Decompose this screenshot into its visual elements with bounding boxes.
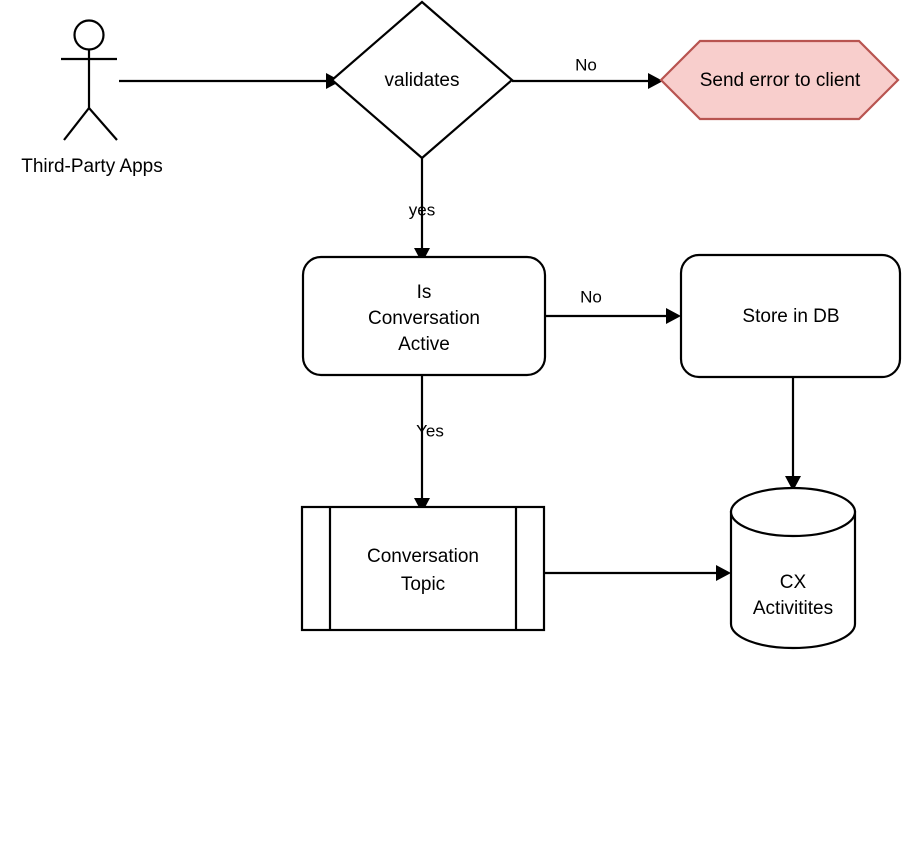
edge-validates-to-is-active[interactable]: yes — [409, 158, 435, 263]
arrowhead-icon — [414, 248, 430, 263]
edge-actor-to-validates[interactable] — [119, 73, 341, 89]
node-is-conversation-active[interactable]: Is Conversation Active — [301, 255, 547, 377]
arrowhead-icon — [414, 498, 430, 513]
node-actor-third-party-apps[interactable]: Third-Party Apps — [21, 19, 163, 178]
cx-activitites-cylinder-body — [729, 510, 857, 650]
edge-validates-to-send-error[interactable]: No — [512, 55, 663, 89]
arrowhead-icon — [785, 476, 801, 491]
cx-activitites-label-line2: Activitites — [753, 598, 833, 619]
is-conversation-active-label-line2: Conversation — [368, 308, 480, 329]
node-send-error-to-client[interactable]: Send error to client — [659, 39, 900, 121]
arrowhead-icon — [666, 308, 681, 324]
actor-right-leg-line — [88, 107, 118, 141]
cx-activitites-label-line1: CX — [780, 572, 807, 593]
actor-head-icon — [73, 19, 105, 51]
edge-is-active-to-store-db[interactable]: No — [545, 287, 681, 324]
is-conversation-active-label-line1: Is — [417, 282, 432, 303]
arrowhead-icon — [648, 73, 663, 89]
actor-left-leg-line — [63, 107, 90, 141]
edge-store-db-to-cx-activitites[interactable] — [785, 377, 801, 491]
conversation-topic-label-line2: Topic — [401, 574, 445, 595]
arrowhead-icon — [716, 565, 731, 581]
node-validates-decision[interactable]: validates — [330, 0, 514, 160]
node-conversation-topic[interactable]: Conversation Topic — [300, 505, 546, 632]
validates-label: validates — [385, 70, 460, 91]
send-error-label: Send error to client — [700, 70, 861, 91]
edge-conversation-topic-to-cx-activitites[interactable] — [544, 565, 731, 581]
cx-activitites-cylinder-top — [729, 486, 857, 538]
actor-label: Third-Party Apps — [21, 156, 163, 177]
edge-label-no-validates: No — [575, 55, 597, 74]
is-conversation-active-label-line3: Active — [398, 334, 450, 355]
store-in-db-label: Store in DB — [742, 306, 839, 327]
send-error-hexagon-shape — [659, 39, 900, 121]
node-cx-activitites-database[interactable]: CX Activitites — [729, 486, 857, 650]
edge-label-yes-validates: yes — [409, 200, 435, 219]
node-store-in-db[interactable]: Store in DB — [679, 253, 902, 379]
conversation-topic-shape — [300, 505, 546, 632]
edge-label-no-is-active: No — [580, 287, 602, 306]
conversation-topic-label-line1: Conversation — [367, 546, 479, 567]
store-in-db-shape — [679, 253, 902, 379]
edge-is-active-to-conversation-topic[interactable]: Yes — [414, 375, 444, 513]
edge-label-yes-is-active: Yes — [416, 421, 444, 440]
